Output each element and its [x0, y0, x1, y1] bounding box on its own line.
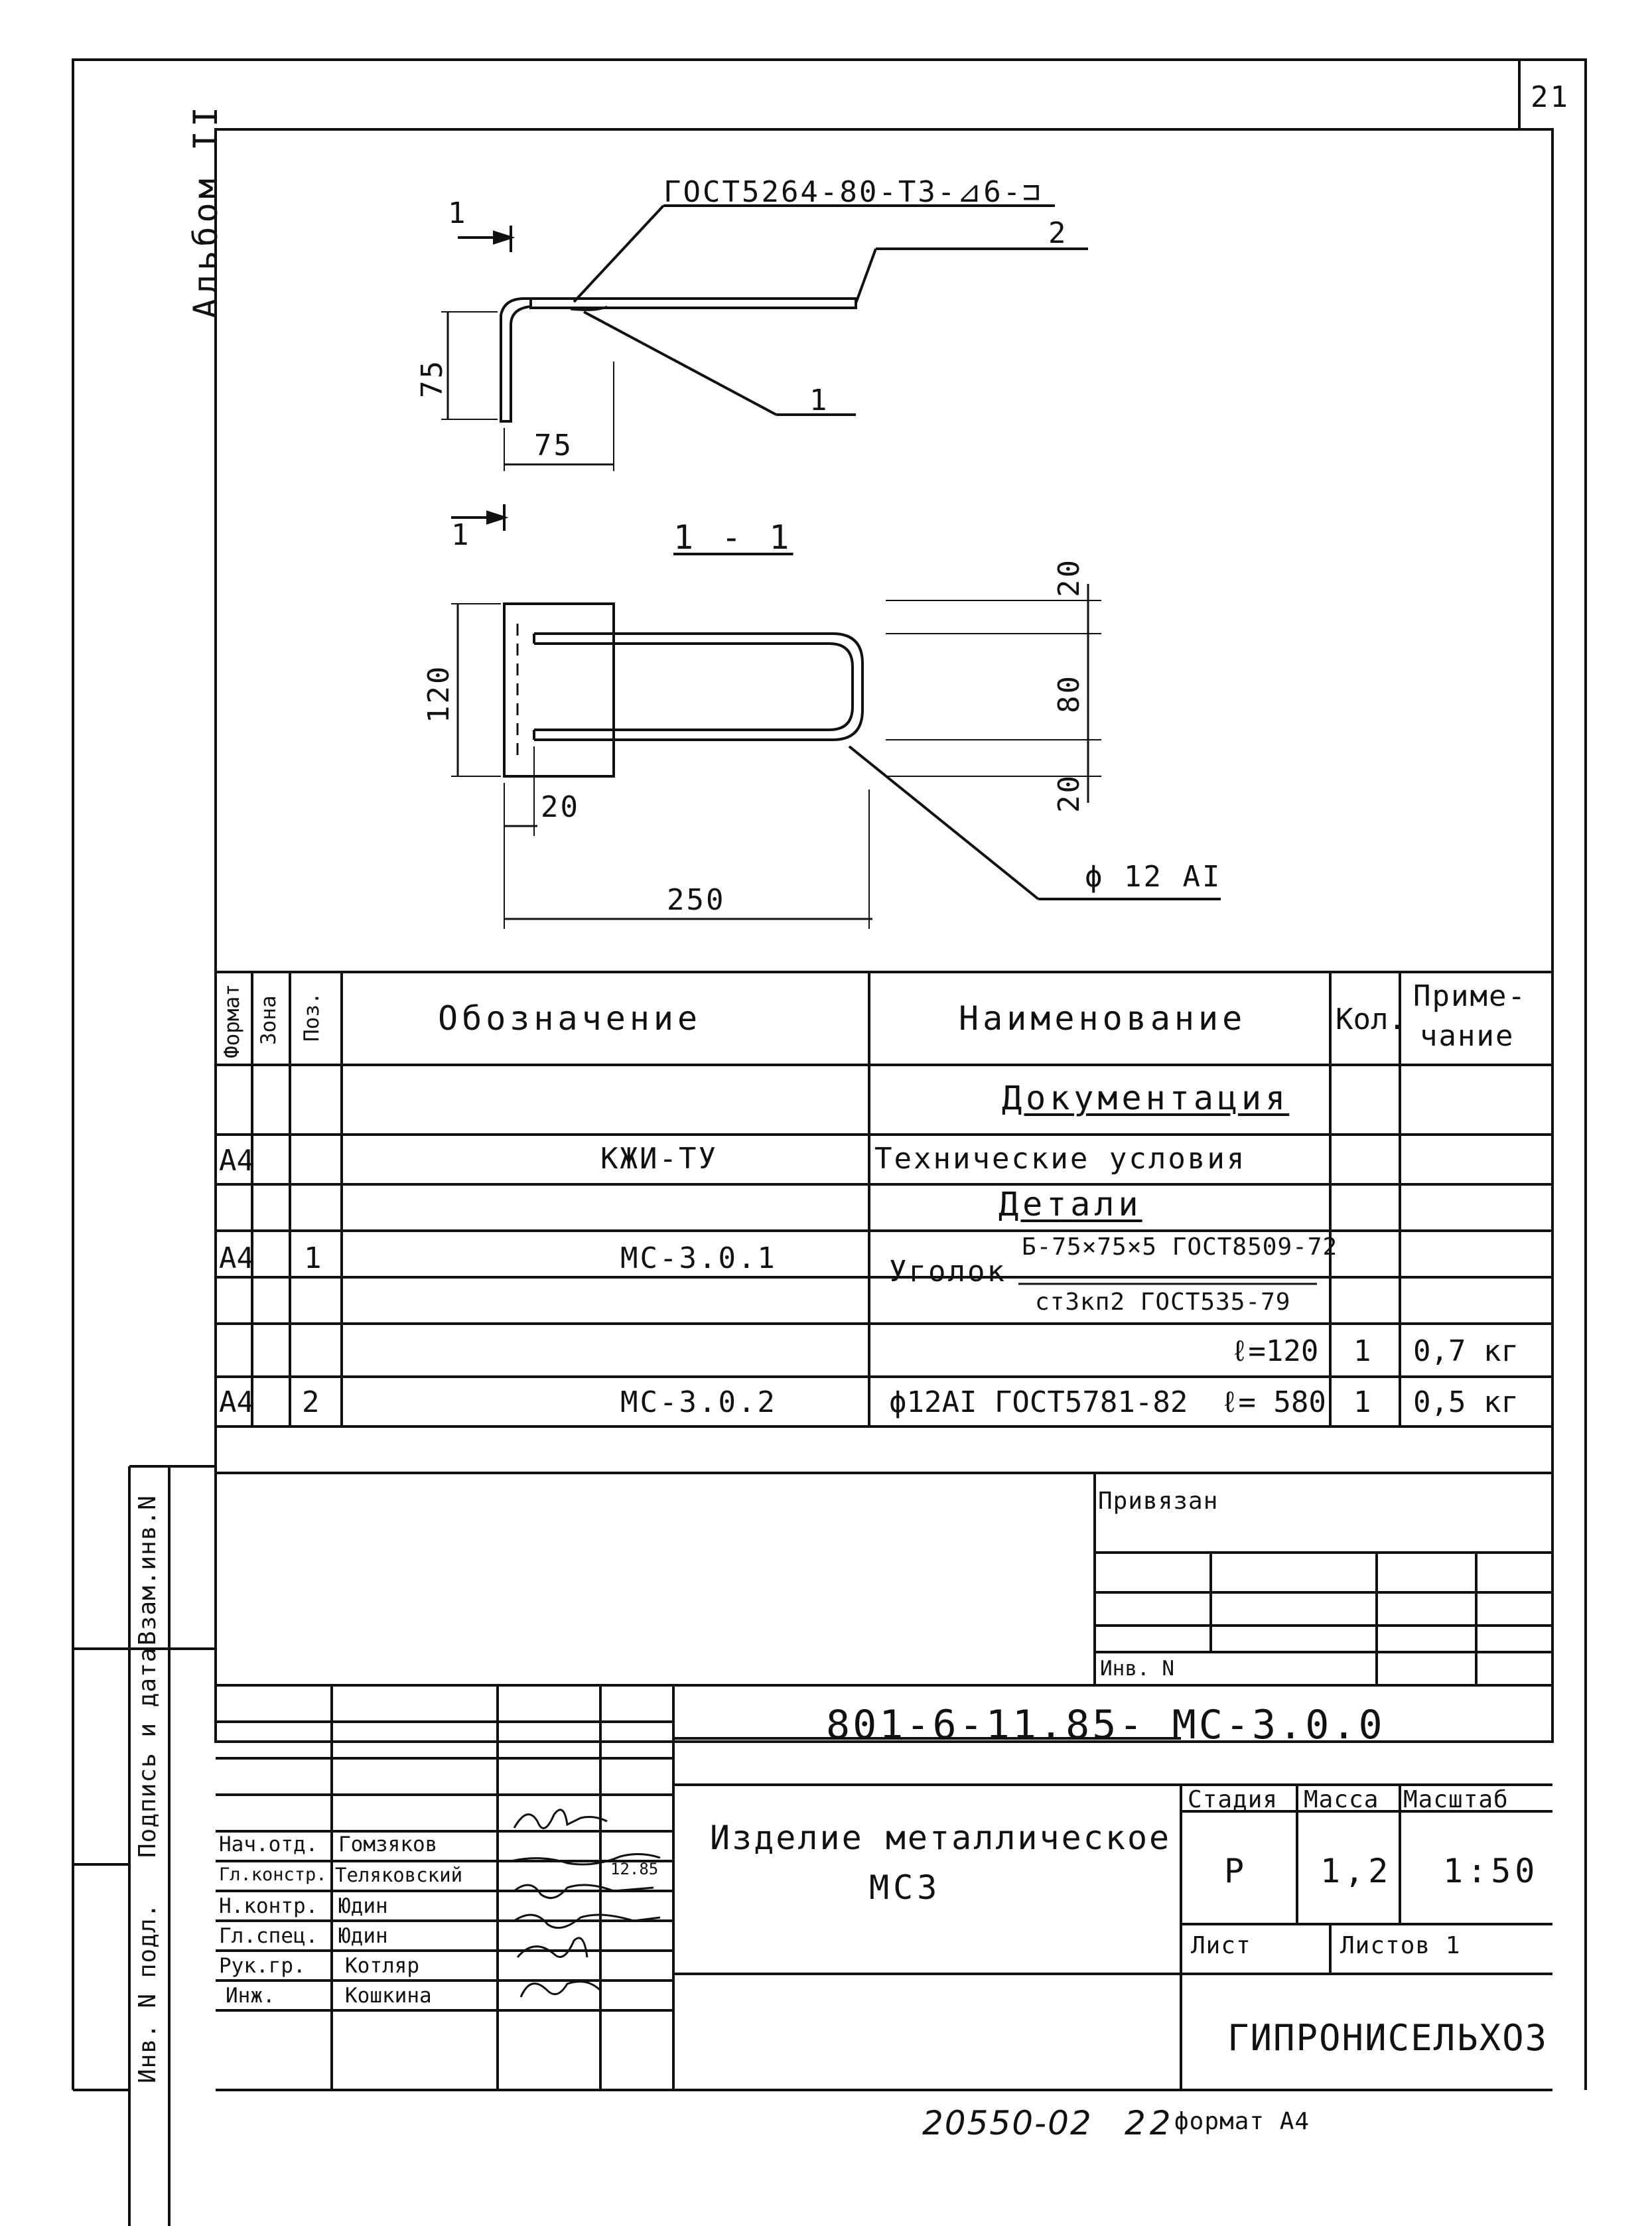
doc-code: 801-6-11.85- МС-3.0.0: [826, 1702, 1385, 1748]
row2-note: 0,5 кг: [1413, 1385, 1519, 1419]
weld-note: ГОСТ5264-80-Т3-⊿6-⊐: [663, 175, 1042, 209]
row1-format: А4: [219, 1241, 254, 1275]
role-2: Н.контр.: [219, 1894, 318, 1918]
role-3: Гл.спец.: [219, 1924, 318, 1948]
callout-2: 2: [1048, 216, 1068, 250]
row2-pos: 2: [302, 1385, 322, 1419]
signatures: [510, 1809, 661, 1998]
name-5: Кошкина: [345, 1984, 432, 2008]
stamp-vzam: Взам.инв.N: [134, 1495, 161, 1645]
sheet-label: Лист: [1191, 1932, 1251, 1959]
inner-frame: [214, 128, 1554, 1743]
dim-bottom: 20: [1052, 774, 1086, 813]
stamp-podpis: Подпись и дата: [134, 1647, 161, 1858]
row-docs-designation: КЖИ-ТУ: [600, 1142, 718, 1176]
dim-offset: 20: [541, 790, 580, 824]
dim-length: 250: [667, 883, 726, 917]
name-0: Гомзяков: [338, 1833, 438, 1856]
bar-label: ϕ 12 АI: [1085, 860, 1222, 894]
scale-value: 1:50: [1443, 1852, 1539, 1890]
role-1: Гл.констр.: [219, 1864, 327, 1885]
row2-qty: 1: [1353, 1385, 1373, 1419]
footer-format: формат А4: [1174, 2108, 1310, 2135]
signature-date: 12.85: [610, 1860, 659, 1878]
row-docs-format: А4: [219, 1144, 254, 1178]
footer-page: 22: [1125, 2104, 1175, 2142]
row2-designation: МС-3.0.2: [620, 1385, 777, 1419]
footer-number: 20550-02: [922, 2104, 1093, 2142]
row1-name-top: Б-75×75×5 ГОСТ8509-72: [1022, 1233, 1338, 1261]
header-note-line2: чание: [1420, 1019, 1515, 1053]
dim-leg-horizontal: 75: [534, 429, 573, 462]
section-mark-bottom: 1: [451, 518, 471, 552]
name-2: Юдин: [338, 1894, 388, 1918]
section-details: Детали: [998, 1185, 1142, 1223]
row1-note: 0,7 кг: [1413, 1334, 1519, 1368]
row1-qty: 1: [1353, 1334, 1373, 1368]
section-mark-top: 1: [448, 196, 468, 230]
section-title: 1 - 1: [673, 518, 793, 557]
header-note-line1: Приме-: [1413, 979, 1527, 1013]
header-qty: Кол.: [1336, 1003, 1406, 1036]
outer-frame: [72, 58, 1587, 2090]
row1-length: ℓ=120: [1231, 1334, 1319, 1368]
binding-title: Привязан: [1098, 1488, 1219, 1515]
callout-1: 1: [809, 383, 829, 417]
product-name-line2: МС3: [869, 1868, 941, 1907]
row2-name: ϕ12АI ГОСТ5781-82: [889, 1385, 1188, 1419]
product-name-line1: Изделие металлическое: [710, 1819, 1172, 1857]
header-pos: Поз.: [300, 992, 324, 1042]
name-3: Юдин: [338, 1924, 388, 1948]
dim-leg-vertical: 75: [415, 359, 449, 398]
header-name: Наименование: [959, 999, 1247, 1038]
header-designation: Обозначение: [438, 999, 702, 1038]
role-4: Рук.гр.: [219, 1954, 306, 1978]
scale-label: Масштаб: [1403, 1786, 1509, 1813]
stamp-inv-podl: Инв. N подл.: [134, 1902, 161, 2083]
stage-label: Стадия: [1188, 1786, 1278, 1813]
stage-value: Р: [1224, 1852, 1249, 1890]
row2-length: ℓ= 580: [1221, 1385, 1326, 1419]
section-documentation: Документация: [1002, 1079, 1290, 1117]
mass-value: 1,2: [1320, 1852, 1393, 1890]
row1-pos: 1: [304, 1241, 324, 1275]
mass-label: Масса: [1304, 1786, 1379, 1813]
angle-view: [441, 204, 1221, 929]
role-5: Инж.: [226, 1984, 275, 2008]
sheets-label: Листов 1: [1340, 1932, 1461, 1959]
dim-top: 20: [1052, 558, 1086, 597]
role-0: Нач.отд.: [219, 1833, 318, 1856]
row1-designation: МС-3.0.1: [620, 1241, 777, 1275]
dim-middle: 80: [1052, 674, 1086, 713]
organization: ГИПРОНИСЕЛЬХОЗ: [1227, 2017, 1549, 2059]
name-4: Котляр: [345, 1954, 419, 1978]
dim-height: 120: [422, 664, 456, 723]
row2-format: А4: [219, 1385, 254, 1419]
row-docs-name: Технические условия: [874, 1142, 1247, 1176]
binding-inv: Инв. N: [1100, 1657, 1174, 1681]
row1-name-bottom: ст3кп2 ГОСТ535-79: [1035, 1288, 1291, 1316]
name-1: Теляковский: [335, 1864, 463, 1886]
page-number: 21: [1531, 80, 1570, 114]
header-zone: Зона: [257, 995, 281, 1045]
row1-name-prefix: Уголок: [889, 1255, 1006, 1288]
album-label: Альбом II: [186, 103, 225, 318]
header-format: Формат: [220, 984, 244, 1058]
